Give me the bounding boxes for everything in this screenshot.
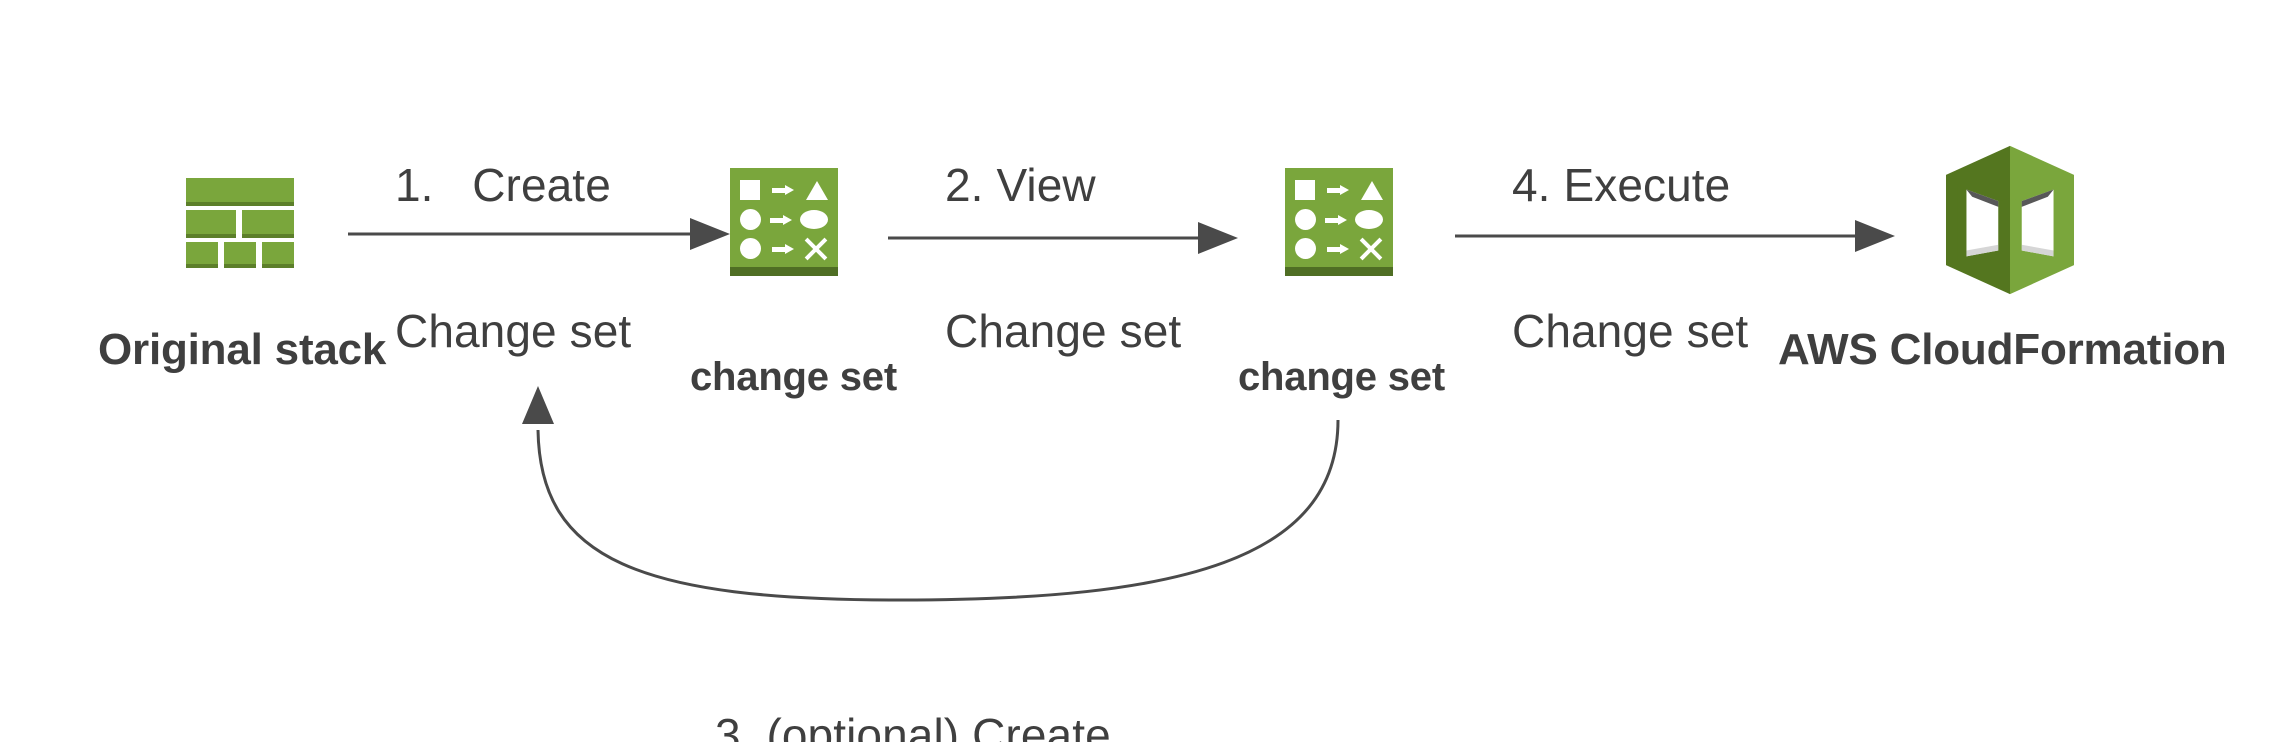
step-1-line-2: Change set [395,304,632,357]
step-2-line-1: 2. View [945,158,1096,211]
arrow-step-1 [348,218,730,250]
step-4-line-1: 4. Execute [1512,158,1731,211]
step-label-1: 1. Create Change set [395,63,631,453]
arrow-step-4 [1455,220,1895,252]
cloudformation-cube-icon [1946,145,2074,295]
cross-icon [1359,237,1383,261]
change-set-row [1295,207,1383,233]
circle-icon [740,209,761,230]
change-set-row [1295,236,1383,262]
change-set-icon [730,168,838,276]
triangle-icon [1361,180,1383,200]
circle-icon [1295,209,1316,230]
step-2-line-2: Change set [945,304,1182,357]
ellipse-icon [800,210,828,229]
circle-icon [1295,238,1316,260]
square-icon [740,180,760,201]
arrow-right-icon [769,214,792,225]
stack-icon [186,178,294,268]
step-4-line-2: Change set [1512,304,1749,357]
arrow-right-icon [771,243,794,254]
change-set-icon [1285,168,1393,276]
step-label-3: 3. (optional) Create Additional change s… [715,613,1180,742]
change-set-row [740,177,828,203]
arrow-step-3-curved [522,386,1340,602]
arrow-right-icon [1327,185,1349,196]
square-icon [1295,180,1315,201]
node-aws-cloudformation[interactable] [1930,140,2090,305]
circle-icon [740,238,761,260]
caption-change-set-2: change set [1238,355,1445,399]
step-1-line-1: 1. Create [395,158,611,211]
cross-icon [804,237,828,261]
step-label-4: 4. Execute Change set [1512,63,1748,453]
step-3-line-1: 3. (optional) Create [715,708,1111,742]
caption-original-stack: Original stack [98,325,387,374]
change-set-row [1295,177,1383,203]
arrow-right-icon [772,185,794,196]
caption-aws-cloudformation: AWS CloudFormation [1778,325,2227,374]
arrow-step-2 [888,222,1238,254]
change-set-row [740,236,828,262]
arrow-right-icon [1324,214,1347,225]
caption-change-set-1: change set [690,355,897,399]
arrow-right-icon [1326,243,1349,254]
ellipse-icon [1355,210,1383,229]
change-set-row [740,207,828,233]
step-label-2: 2. View Change set [945,63,1181,453]
triangle-icon [806,180,828,200]
